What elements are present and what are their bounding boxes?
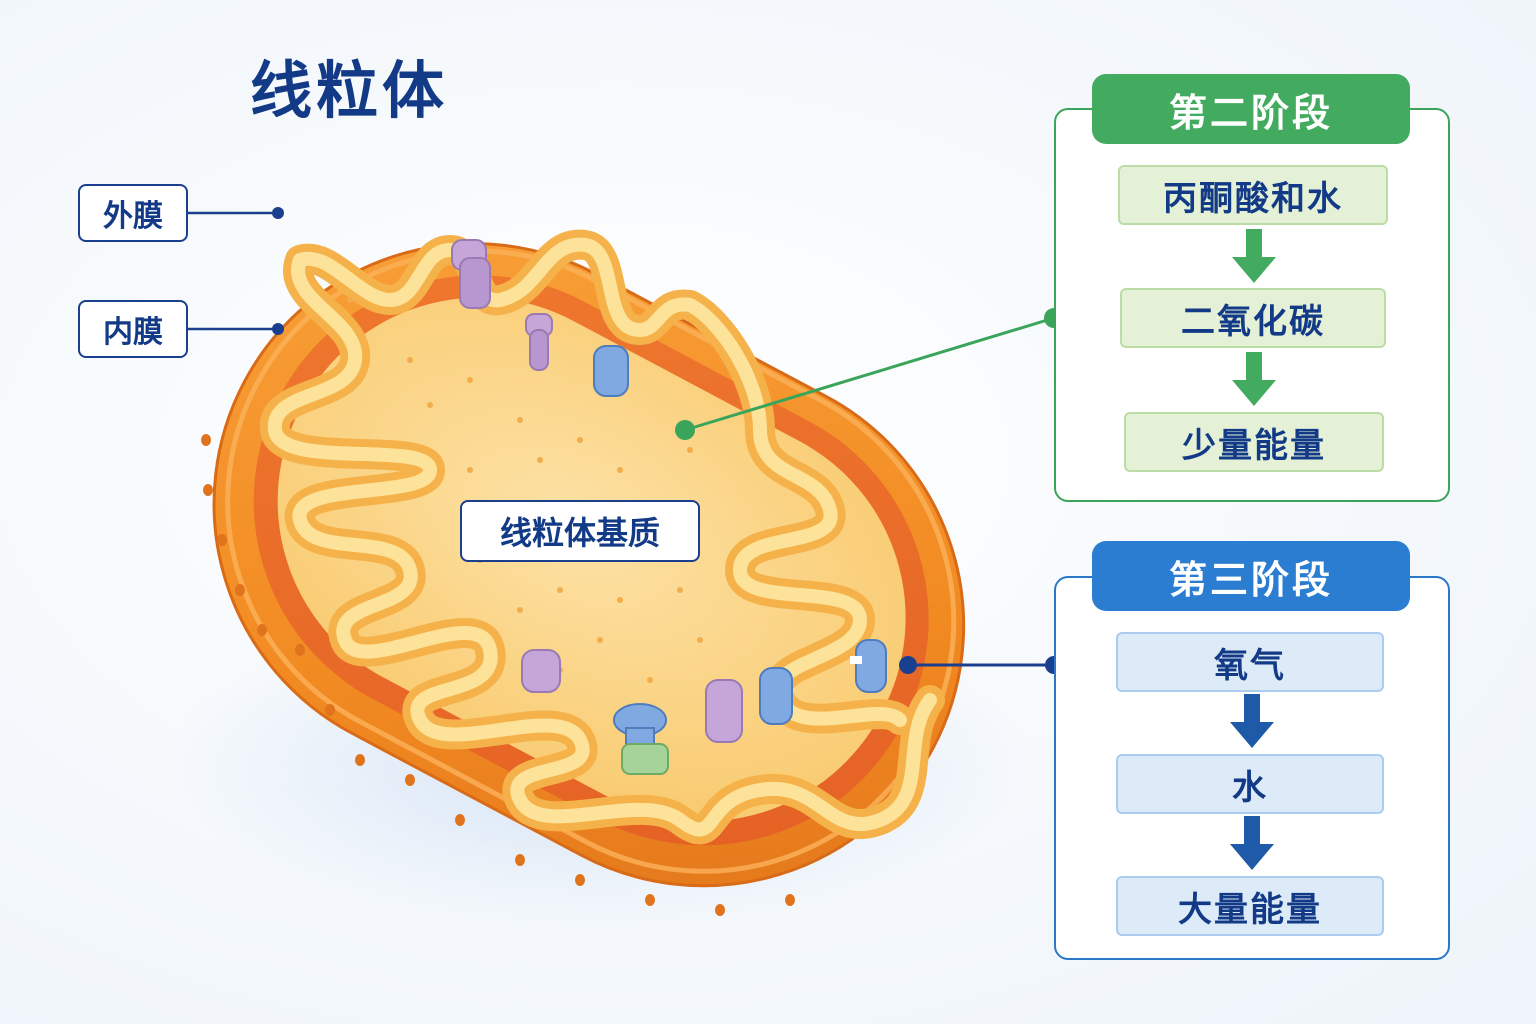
inner-membrane-label: 内膜	[78, 300, 188, 358]
outer-membrane-label: 外膜	[78, 184, 188, 242]
stage3-dot-membrane	[899, 656, 917, 674]
protein-blue-2	[759, 667, 793, 725]
membrane-proteins	[451, 239, 887, 775]
outer-membrane-dot	[272, 207, 284, 219]
stage2-step-pyruvate-water: 丙酮酸和水	[1118, 165, 1388, 225]
protein-purple-1	[451, 239, 491, 309]
stage2-arrow-1	[1232, 229, 1276, 283]
stage2-leader	[684, 316, 1055, 432]
stage2-heading: 第二阶段	[1092, 74, 1410, 144]
stage3-arrow-1	[1230, 694, 1274, 748]
stage3-step-much-energy: 大量能量	[1116, 876, 1384, 936]
matrix-label: 线粒体基质	[460, 500, 700, 562]
stage3-arrow-2	[1230, 816, 1274, 870]
stage2-step-co2: 二氧化碳	[1120, 288, 1386, 348]
stage3-heading: 第三阶段	[1092, 541, 1410, 611]
membrane-pores	[201, 434, 795, 916]
cristae	[259, 229, 945, 845]
stage2-arrow-2	[1232, 352, 1276, 406]
protein-purple-2	[525, 313, 553, 371]
stage2-step-little-energy: 少量能量	[1124, 412, 1384, 472]
stage3-step-oxygen: 氧气	[1116, 632, 1384, 692]
stage2-dot-matrix	[675, 420, 695, 440]
protein-blue-1	[593, 345, 629, 397]
matrix-granules	[347, 297, 703, 683]
protein-purple-4	[705, 679, 743, 743]
protein-purple-3	[521, 649, 561, 693]
inner-membrane-dot	[272, 323, 284, 335]
atp-synthase	[613, 703, 669, 775]
page-title: 线粒体	[250, 54, 449, 127]
stage3-step-water: 水	[1116, 754, 1384, 814]
protein-blue-3	[850, 639, 887, 693]
